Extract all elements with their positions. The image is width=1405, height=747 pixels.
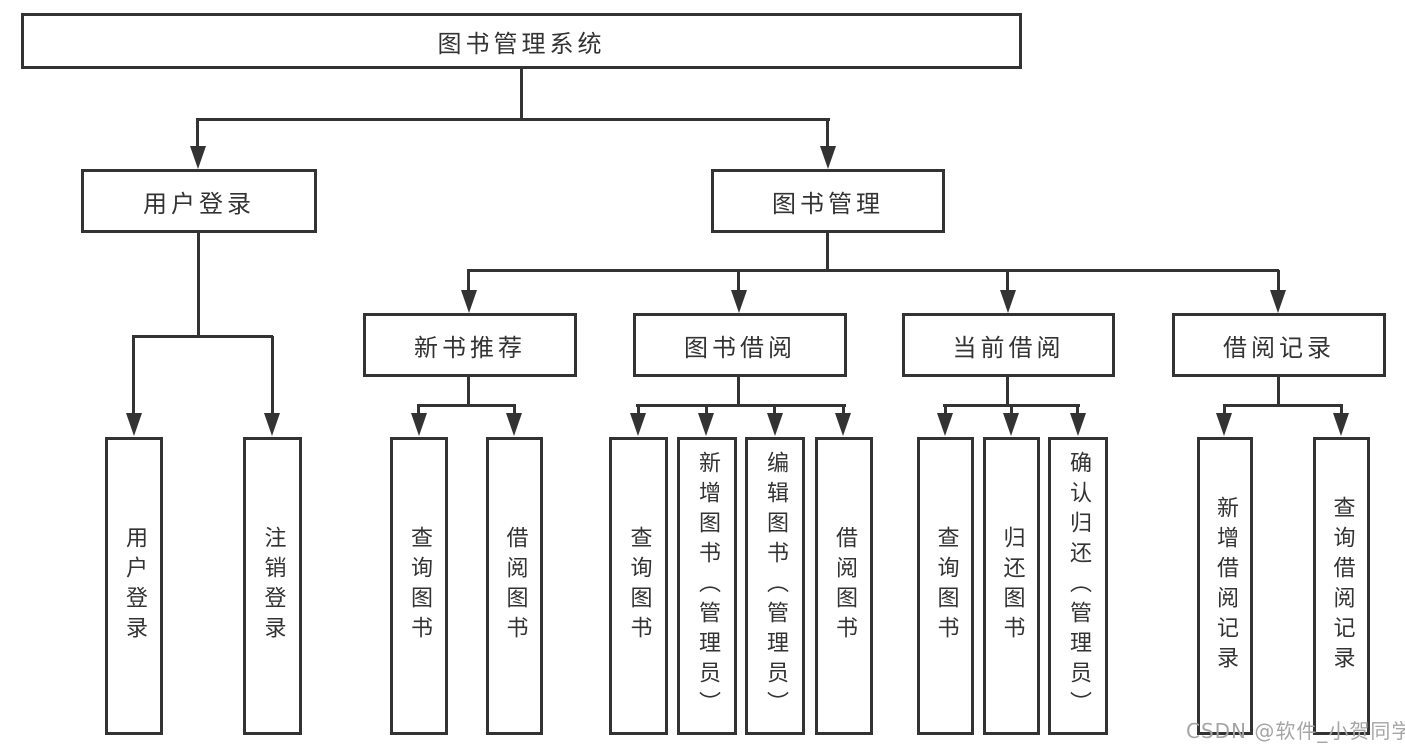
leaf-query-borrow-record: 查询借阅记录 — [1313, 437, 1370, 735]
node-book-management: 图书管理 — [711, 169, 945, 233]
arrow-down-icon — [835, 413, 851, 436]
arrow-down-icon — [1333, 413, 1349, 436]
arrow-down-icon — [461, 290, 477, 313]
connector-line — [1076, 404, 1079, 416]
arrow-down-icon — [190, 146, 206, 169]
arrow-down-icon — [767, 413, 783, 436]
node-book-borrowing: 图书借阅 — [633, 313, 847, 377]
connector-line — [1223, 404, 1226, 416]
node-borrow-records: 借阅记录 — [1172, 313, 1386, 377]
connector-line — [196, 118, 199, 148]
connector-line — [271, 336, 274, 416]
connector-line — [467, 270, 470, 293]
leaf-add-borrow-record: 新增借阅记录 — [1197, 437, 1253, 735]
leaf-borrow-books-recommend: 借阅图书 — [486, 437, 543, 735]
arrow-down-icon — [126, 413, 142, 436]
connector-line — [826, 118, 829, 148]
arrow-down-icon — [411, 413, 427, 436]
arrow-down-icon — [731, 290, 747, 313]
connector-line — [1010, 404, 1013, 416]
node-current-borrowing: 当前借阅 — [902, 313, 1115, 377]
connector-line — [417, 404, 420, 416]
arrow-down-icon — [264, 413, 280, 436]
leaf-user-login: 用户登录 — [105, 437, 163, 735]
connector-line — [132, 336, 135, 416]
connector-line — [1006, 376, 1009, 407]
connector-line — [737, 376, 740, 407]
arrow-down-icon — [698, 413, 714, 436]
connector-line — [467, 269, 1279, 272]
leaf-query-books-borrowing: 查询图书 — [609, 437, 668, 735]
node-user-login: 用户登录 — [81, 169, 317, 233]
leaf-query-books-current: 查询图书 — [917, 437, 974, 735]
arrow-down-icon — [1270, 290, 1286, 313]
leaf-add-book-admin: 新增图书（管理员） — [677, 437, 737, 735]
connector-line — [520, 66, 523, 121]
connector-line — [944, 404, 947, 416]
connector-line — [1006, 270, 1009, 293]
connector-line — [196, 118, 830, 121]
leaf-return-books: 归还图书 — [983, 437, 1040, 735]
leaf-query-books-recommend: 查询图书 — [390, 437, 448, 735]
connector-line — [1277, 376, 1280, 407]
leaf-edit-book-admin: 编辑图书（管理员） — [745, 437, 805, 735]
connector-line — [705, 404, 708, 416]
connector-line — [1277, 270, 1280, 293]
connector-line — [636, 404, 846, 407]
arrow-down-icon — [1000, 290, 1016, 313]
arrow-down-icon — [820, 146, 836, 169]
arrow-down-icon — [1216, 413, 1232, 436]
node-new-book-recommend: 新书推荐 — [363, 313, 577, 377]
connector-line — [417, 404, 516, 407]
arrow-down-icon — [1003, 413, 1019, 436]
csdn-watermark: CSDN @软件_小贺同学 — [1186, 719, 1405, 743]
arrow-down-icon — [937, 413, 953, 436]
connector-line — [132, 335, 273, 338]
connector-line — [1223, 404, 1343, 407]
connector-line — [637, 404, 640, 416]
connector-line — [737, 270, 740, 293]
leaf-logout: 注销登录 — [243, 437, 302, 735]
leaf-confirm-return-admin: 确认归还（管理员） — [1048, 437, 1108, 735]
arrow-down-icon — [506, 413, 522, 436]
connector-line — [826, 232, 829, 272]
arrow-down-icon — [630, 413, 646, 436]
connector-line — [197, 232, 200, 338]
node-library-system: 图书管理系统 — [21, 13, 1022, 69]
connector-line — [513, 404, 516, 416]
leaf-borrow-books: 借阅图书 — [815, 437, 873, 735]
connector-line — [467, 376, 470, 407]
connector-line — [773, 404, 776, 416]
arrow-down-icon — [1070, 413, 1086, 436]
connector-line — [842, 404, 845, 416]
connector-line — [1340, 404, 1343, 416]
